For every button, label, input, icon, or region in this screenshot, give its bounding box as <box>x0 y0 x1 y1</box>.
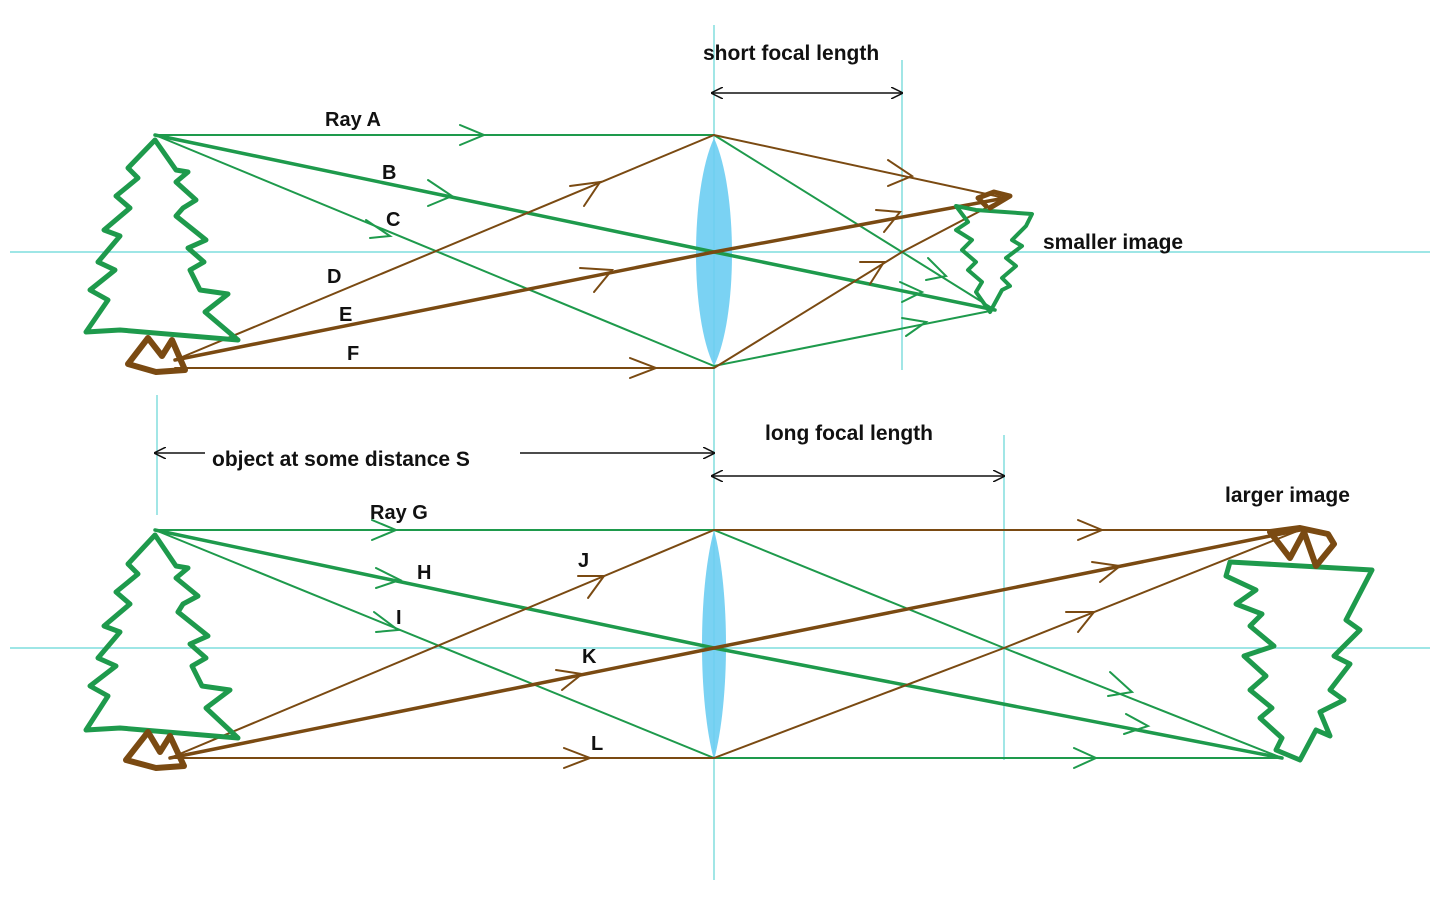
ray-g-label: Ray G <box>370 502 428 524</box>
arrowhead <box>887 159 915 187</box>
ray-j-line <box>169 529 1301 759</box>
bottom-rays <box>153 528 1302 760</box>
arrowhead <box>459 124 487 146</box>
ray-c-label: C <box>386 209 400 231</box>
arrowhead <box>373 611 401 633</box>
ray-k-line <box>168 528 1302 760</box>
arrowhead <box>1077 519 1105 541</box>
ray-l-line <box>169 529 1301 759</box>
smaller-image-label: smaller image <box>1043 231 1183 254</box>
top-image-foliage-drawing <box>954 204 1034 314</box>
ray-a-label: Ray A <box>325 109 381 131</box>
ray-e-label: E <box>339 304 352 326</box>
ray-e-line <box>173 196 1007 362</box>
top-image-tree <box>954 189 1034 314</box>
arrowhead <box>1065 611 1097 633</box>
arrowhead <box>629 357 659 379</box>
ray-c-line <box>154 134 996 368</box>
arrowhead <box>563 747 593 769</box>
bottom-tree-trunk-drawing <box>123 729 187 771</box>
long-focal-length-label: long focal length <box>765 422 933 445</box>
arrowhead <box>1123 713 1151 735</box>
arrowhead <box>569 180 603 207</box>
arrowhead <box>875 209 902 233</box>
arrowhead <box>371 519 399 541</box>
larger-image-label: larger image <box>1225 484 1350 507</box>
bottom-object-tree <box>83 532 241 771</box>
arrowhead <box>555 669 585 691</box>
bottom-image-foliage-drawing <box>1223 559 1375 763</box>
arrowhead <box>901 317 929 337</box>
ray-d-line <box>174 133 1006 361</box>
arrowhead <box>579 267 615 293</box>
arrowhead <box>899 281 925 303</box>
arrowhead <box>1107 671 1135 697</box>
dimension-arrows <box>155 93 1004 476</box>
top-tree-trunk-drawing <box>125 335 188 375</box>
ray-l-label: L <box>591 733 603 755</box>
ray-d-label: D <box>327 266 341 288</box>
ray-g-line <box>154 529 1283 759</box>
short-focal-length-label: short focal length <box>703 42 879 65</box>
arrowhead <box>925 257 949 281</box>
arrowhead <box>859 261 886 285</box>
arrowhead <box>427 179 455 207</box>
ray-b-label: B <box>382 162 396 184</box>
ray-f-line <box>174 197 1006 369</box>
top-object-tree <box>83 137 241 375</box>
bottom-ray-arrowheads <box>371 519 1151 769</box>
object-distance-label: object at some distance S <box>212 448 470 471</box>
bottom-image-trunk-drawing <box>1267 525 1337 569</box>
arrowhead <box>577 575 606 599</box>
bottom-image-tree <box>1223 525 1375 763</box>
top-tree-foliage-drawing <box>83 137 241 343</box>
ray-a-line <box>154 134 996 311</box>
arrowhead <box>1073 747 1099 769</box>
top-ray-arrowheads <box>365 124 949 379</box>
arrowhead <box>365 219 393 239</box>
ray-h-label: H <box>417 562 431 584</box>
arrowhead <box>375 567 403 589</box>
top-image-trunk-drawing <box>975 189 1013 211</box>
labels: short focal length smaller image Ray A B… <box>212 42 1350 755</box>
ray-i-label: I <box>396 607 402 629</box>
arrowhead <box>1091 561 1123 583</box>
bottom-tree-foliage-drawing <box>83 532 241 741</box>
ray-j-label: J <box>578 550 589 572</box>
ray-k-label: K <box>582 646 597 668</box>
bottom-convex-lens <box>702 530 726 760</box>
ray-f-label: F <box>347 343 359 365</box>
